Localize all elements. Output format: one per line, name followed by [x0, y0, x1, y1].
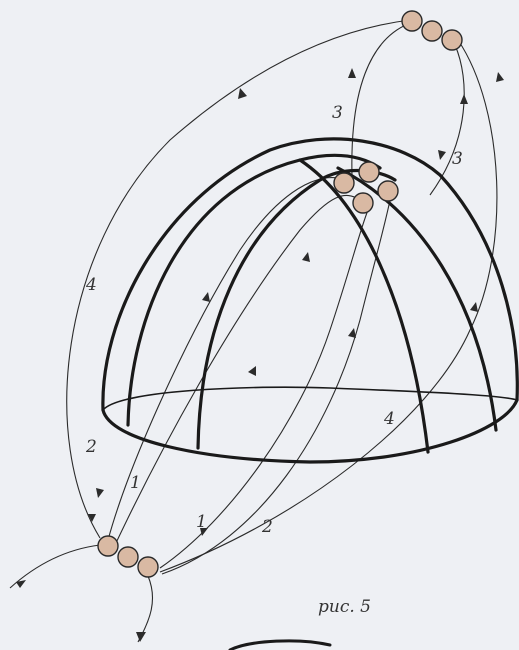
label-path-2-b: 2 — [261, 517, 273, 537]
bead-mid-1 — [334, 173, 354, 193]
bead-bottom-2 — [118, 547, 138, 567]
arrow-path-3-right — [460, 94, 468, 104]
arrow-path-3-left — [348, 68, 356, 78]
thread-paths — [10, 20, 497, 642]
label-path-1-a: 1 — [130, 473, 141, 493]
bead-group-top — [402, 11, 462, 50]
arrow-inner-5 — [302, 252, 310, 262]
bead-mid-2 — [359, 162, 379, 182]
arrow-inner-4 — [470, 302, 478, 312]
label-path-2-a: 2 — [85, 437, 97, 457]
thread-path-4-right — [160, 40, 497, 572]
arrow-path-4-left — [238, 88, 247, 99]
bead-bottom-1 — [98, 536, 118, 556]
bead-mid-3 — [353, 193, 373, 213]
dome-frame — [103, 139, 517, 462]
figure-caption: рис. 5 — [318, 597, 371, 617]
bead-top-2 — [422, 21, 442, 41]
arrow-inner-2 — [248, 366, 256, 376]
label-path-1-b: 1 — [196, 512, 207, 532]
bead-group-bottom — [98, 536, 158, 577]
label-path-4-b: 4 — [383, 409, 395, 429]
thread-path-1-left — [115, 195, 360, 545]
arrow-inner-1 — [202, 292, 210, 302]
arrow-tail-down — [136, 632, 146, 642]
bead-mid-4 — [378, 181, 398, 201]
arrow-path-4-right — [496, 72, 504, 82]
label-path-3-b: 3 — [452, 149, 463, 169]
dome-base-front — [103, 400, 517, 462]
label-path-3-a: 3 — [332, 103, 343, 123]
bead-bottom-3 — [138, 557, 158, 577]
next-figure-edge — [230, 641, 330, 650]
label-path-4-a: 4 — [85, 275, 97, 295]
arrow-path-3-down — [438, 150, 446, 160]
arrow-bottom-1 — [96, 488, 104, 498]
bead-top-1 — [402, 11, 422, 31]
bead-top-3 — [442, 30, 462, 50]
arrow-inner-3 — [348, 328, 356, 338]
